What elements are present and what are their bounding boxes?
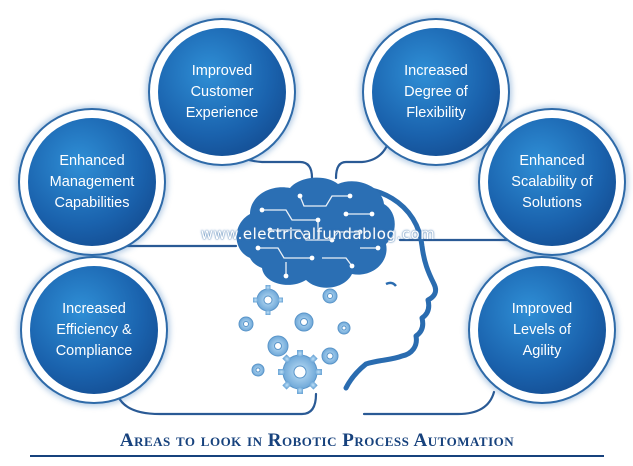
area-label-line: Customer bbox=[190, 83, 254, 100]
area-label-line: Improved bbox=[191, 62, 253, 79]
area-circle-agility: Improved Levels of Agility bbox=[470, 258, 614, 402]
area-label-line: Increased bbox=[62, 300, 126, 317]
area-label-line: Degree of bbox=[404, 83, 468, 100]
brain-circuit-icon bbox=[236, 177, 395, 288]
circle-fill: Increased Degree of Flexibility bbox=[372, 28, 500, 156]
gear-icon bbox=[321, 347, 339, 365]
area-circle-scalability: Enhanced Scalability of Solutions bbox=[480, 110, 624, 254]
area-circle-flexibility: Increased Degree of Flexibility bbox=[364, 20, 508, 164]
watermark-text: www.electricalfundablog.com bbox=[200, 225, 436, 243]
area-label-line: Scalability of bbox=[511, 173, 593, 190]
ear-icon bbox=[385, 281, 397, 287]
area-label-line: Efficiency & bbox=[56, 321, 132, 338]
area-label-line: Increased bbox=[404, 62, 468, 79]
area-label: Enhanced Scalability of Solutions bbox=[505, 151, 598, 214]
area-label-line: Solutions bbox=[522, 194, 582, 211]
connector-efficiency bbox=[116, 392, 318, 416]
gear-icon bbox=[251, 363, 265, 377]
gear-icon bbox=[337, 321, 351, 335]
area-circle-management: Enhanced Management Capabilities bbox=[20, 110, 164, 254]
caption-underline bbox=[30, 455, 604, 457]
area-label-line: Capabilities bbox=[54, 194, 130, 211]
area-label: Enhanced Management Capabilities bbox=[44, 151, 141, 214]
area-label-line: Agility bbox=[522, 342, 562, 359]
gears-cluster bbox=[238, 285, 351, 394]
circle-fill: Increased Efficiency & Compliance bbox=[30, 266, 158, 394]
gear-icon bbox=[238, 316, 254, 332]
circle-fill: Improved Levels of Agility bbox=[478, 266, 606, 394]
gear-icon bbox=[278, 350, 322, 394]
area-label-line: Flexibility bbox=[406, 104, 466, 121]
area-label-line: Experience bbox=[185, 104, 259, 121]
area-label: Improved Levels of Agility bbox=[506, 299, 578, 362]
circle-fill: Improved Customer Experience bbox=[158, 28, 286, 156]
area-circle-customer-experience: Improved Customer Experience bbox=[150, 20, 294, 164]
area-label-line: Enhanced bbox=[59, 152, 125, 169]
area-label-line: Management bbox=[49, 173, 135, 190]
human-head-icon bbox=[319, 184, 439, 391]
circle-fill: Enhanced Management Capabilities bbox=[28, 118, 156, 246]
gear-icon bbox=[267, 335, 289, 357]
diagram-caption: Areas to look in Robotic Process Automat… bbox=[119, 430, 515, 451]
area-label-line: Improved bbox=[511, 300, 573, 317]
connector-agility bbox=[362, 390, 496, 416]
area-label: Improved Customer Experience bbox=[180, 61, 265, 124]
area-label-line: Levels of bbox=[512, 321, 572, 338]
area-label: Increased Degree of Flexibility bbox=[398, 61, 474, 124]
area-label-line: Compliance bbox=[55, 342, 133, 359]
gear-icon bbox=[322, 288, 338, 304]
area-label-line: Enhanced bbox=[519, 152, 585, 169]
area-circle-efficiency: Increased Efficiency & Compliance bbox=[22, 258, 166, 402]
area-label: Increased Efficiency & Compliance bbox=[50, 299, 139, 362]
circle-fill: Enhanced Scalability of Solutions bbox=[488, 118, 616, 246]
gear-icon bbox=[294, 312, 314, 332]
gear-icon bbox=[253, 285, 283, 315]
